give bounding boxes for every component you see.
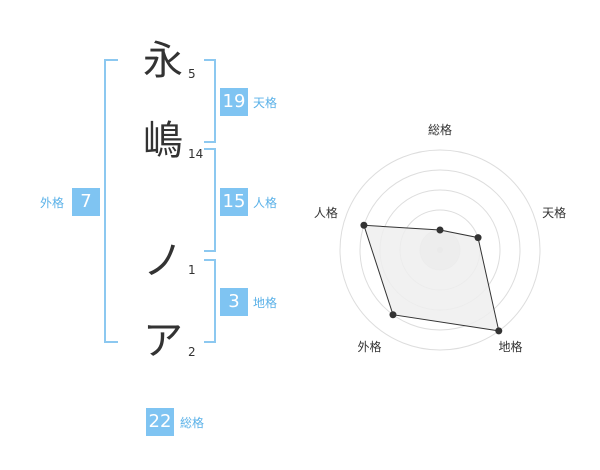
radar-ring-4 xyxy=(359,169,521,331)
radar-series xyxy=(363,224,500,332)
name-character-4: ア xyxy=(143,318,183,364)
radar-point-1 xyxy=(436,226,444,234)
radar-axis-label-5: 人格 xyxy=(314,205,338,220)
stroke-count-3: 1 xyxy=(188,263,196,277)
chikaku-badge: 3 xyxy=(220,288,248,316)
radar-point-3 xyxy=(495,327,503,335)
stroke-count-4: 2 xyxy=(188,345,196,359)
radar-axis-label-3: 地格 xyxy=(498,339,522,354)
radar-ring-5 xyxy=(339,149,541,351)
chikaku-bracket xyxy=(204,259,216,343)
tenkaku-badge: 19 xyxy=(220,88,248,116)
radar-point-4 xyxy=(389,311,397,319)
name-character-2: 嶋 xyxy=(143,118,183,164)
jinkaku-badge: 15 xyxy=(220,188,248,216)
tenkaku-bracket xyxy=(204,59,216,143)
gaikaku-badge: 7 xyxy=(72,188,100,216)
radar-axis-label-1: 総格 xyxy=(428,122,452,137)
jinkaku-bracket xyxy=(204,148,216,252)
stroke-count-1: 5 xyxy=(188,67,196,81)
name-character-1: 永 xyxy=(143,38,183,84)
stroke-count-2: 14 xyxy=(188,147,204,161)
name-character-3: ノ xyxy=(143,238,183,284)
gaikaku-bracket xyxy=(104,59,118,343)
radar-axis-label-2: 天格 xyxy=(542,205,566,220)
soukaku-label: 総格 xyxy=(180,416,205,430)
radar-point-5 xyxy=(360,221,368,229)
gaikaku-label: 外格 xyxy=(40,196,65,210)
tenkaku-label: 天格 xyxy=(253,96,278,110)
radar-point-2 xyxy=(474,234,482,242)
radar-axis-label-4: 外格 xyxy=(357,339,381,354)
jinkaku-label: 人格 xyxy=(253,196,278,210)
chikaku-label: 地格 xyxy=(253,296,278,310)
soukaku-badge: 22 xyxy=(146,408,174,436)
